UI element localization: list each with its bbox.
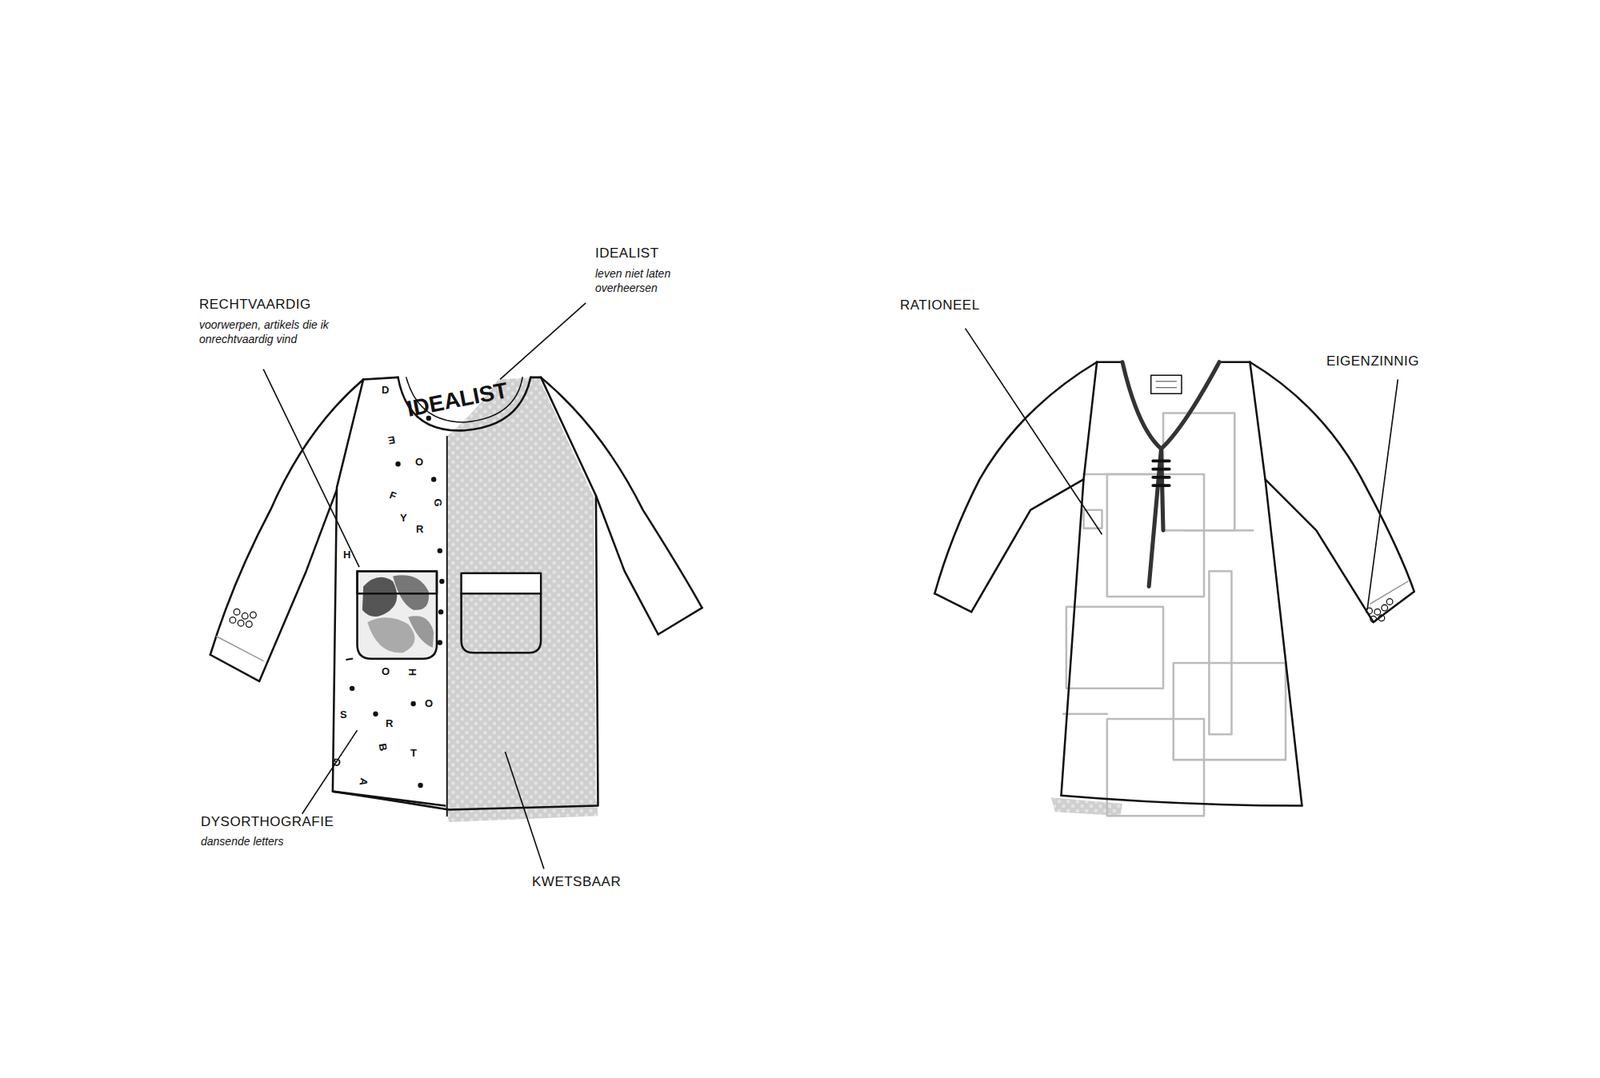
dancing-letter: D bbox=[381, 384, 389, 398]
dancing-letter: O bbox=[381, 665, 390, 680]
dancing-letter: T bbox=[410, 747, 417, 761]
dancing-letter: A bbox=[356, 776, 371, 787]
callout-heading: IDEALIST bbox=[595, 244, 660, 263]
callout-note: leven niet laten overheersen bbox=[595, 266, 708, 296]
dancing-letter: F bbox=[387, 488, 398, 504]
dancing-letter: G bbox=[330, 754, 343, 770]
callout-heading: EIGENZINNIG bbox=[1326, 352, 1420, 371]
leader-lines bbox=[263, 303, 1398, 870]
dancing-letter: B bbox=[375, 742, 390, 752]
dancing-letter: G bbox=[430, 498, 444, 507]
dancing-letter: Y bbox=[400, 512, 408, 526]
dancing-letter: H bbox=[404, 668, 419, 676]
left-garment bbox=[210, 377, 703, 823]
callout-heading: RATIONEEL bbox=[900, 296, 980, 315]
callout-heading: KWETSBAAR bbox=[532, 873, 621, 892]
dancing-letter: R bbox=[385, 717, 393, 732]
dancing-letter: O bbox=[415, 456, 424, 470]
right-garment bbox=[934, 362, 1414, 817]
callout-note: voorwerpen, artikels die ik onrechtvaard… bbox=[199, 317, 342, 347]
dancing-letter: O bbox=[424, 697, 433, 712]
callout-heading: DYSORTHOGRAFIE bbox=[200, 813, 334, 832]
callout-note: dansende letters bbox=[200, 834, 284, 849]
dancing-letter: H bbox=[343, 548, 351, 563]
dancing-letter: R bbox=[416, 523, 424, 537]
callout-heading: RECHTVAARDIG bbox=[199, 296, 312, 314]
dancing-letter: E bbox=[387, 432, 396, 447]
dancing-letter: I bbox=[341, 656, 356, 663]
dancing-letter: S bbox=[340, 708, 348, 723]
collar-text: IDEALIST bbox=[404, 376, 511, 424]
